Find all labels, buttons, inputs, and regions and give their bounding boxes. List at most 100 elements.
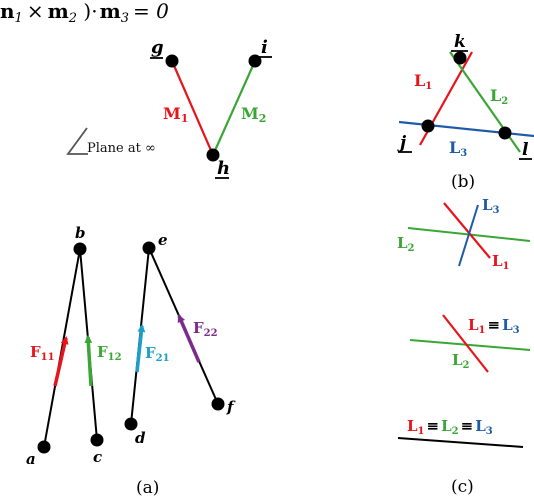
label-d: d — [135, 429, 146, 447]
line-m2 — [211, 60, 257, 156]
force-f22 — [177, 314, 201, 363]
point-d — [124, 417, 138, 431]
eq-times: × — [27, 0, 44, 23]
label-l: l — [522, 140, 529, 160]
c1-l3-letter: L — [482, 196, 493, 214]
point-b — [73, 242, 87, 256]
label-f22: F22 — [193, 319, 218, 339]
b-l3-sub: 3 — [460, 148, 467, 159]
c2-l2-letter: L — [452, 351, 463, 369]
line-m1 — [170, 60, 215, 156]
c3-eq2: ≡ — [461, 417, 474, 435]
c2-line-l1l3 — [442, 314, 489, 373]
c1-label-l1: L1 — [492, 252, 510, 272]
b-l1-sub: 1 — [425, 81, 432, 92]
equation: n1×m2 )·m3= 0 — [0, 0, 169, 26]
eq-n: n — [0, 0, 15, 23]
label-b-l2: L2 — [490, 86, 508, 107]
plane-label: Plane at ∞ — [87, 141, 156, 156]
force-f11 — [53, 336, 69, 387]
c1-l2-sub: 2 — [408, 243, 415, 254]
label-m1: M1 — [163, 104, 188, 125]
c3-eq1: ≡ — [427, 417, 440, 435]
label-j: j — [397, 133, 407, 153]
eq-m2: m — [100, 0, 121, 23]
b-l3-letter: L — [449, 138, 460, 157]
point-c — [90, 433, 104, 447]
label-m2: M2 — [241, 104, 266, 125]
force-f21 — [135, 324, 146, 373]
c2-l2-sub: 2 — [463, 360, 470, 371]
c1-line-l1 — [443, 202, 491, 259]
c3-l2-letter: L — [441, 417, 452, 435]
panel-a: b a c e d f F11 F12 F21 F22 (a) — [26, 224, 236, 496]
point-j — [421, 119, 435, 133]
label-k: k — [454, 32, 466, 52]
eq-n-sub: 1 — [15, 11, 23, 26]
f11-sub: 11 — [41, 352, 55, 363]
label-f12: F12 — [97, 343, 122, 363]
c1-l1-letter: L — [492, 252, 503, 270]
eq-close: )· — [77, 0, 98, 23]
label-i: i — [261, 37, 268, 58]
point-h — [206, 148, 220, 162]
eq-m2-sub: 3 — [121, 11, 129, 26]
eq-equals: = 0 — [133, 0, 169, 23]
label-b-l3: L3 — [449, 138, 467, 159]
c2-equiv: ≡ — [488, 316, 501, 334]
c2-label-top: L1≡L3 — [468, 316, 520, 336]
c1-label-l2: L2 — [397, 234, 415, 254]
c2-l1-letter: L — [468, 316, 479, 334]
force-f12 — [84, 335, 93, 387]
point-e — [142, 241, 156, 255]
b-l2-sub: 2 — [501, 96, 508, 107]
label-c: c — [93, 448, 102, 466]
label-a: a — [26, 450, 36, 468]
plane-icon — [66, 127, 88, 155]
c3-line — [397, 437, 524, 448]
c1-line-l3 — [458, 204, 479, 267]
b-l2-letter: L — [490, 86, 501, 105]
b-l1-letter: L — [414, 71, 425, 90]
panel-c: L3 L2 L1 L1≡L3 L2 L1≡L2≡L3 (c) — [397, 196, 531, 496]
caption-a: (a) — [136, 478, 159, 496]
f12-letter: F — [97, 343, 108, 361]
v-diagram: g i h M1 M2 Plane at ∞ — [66, 37, 272, 179]
label-b: b — [75, 224, 86, 242]
c1-l3-sub: 3 — [493, 205, 500, 216]
point-k — [453, 51, 467, 65]
label-b-l1: L1 — [414, 71, 432, 92]
point-f — [211, 397, 225, 411]
caption-c: (c) — [451, 477, 474, 496]
f21-letter: F — [145, 344, 156, 362]
f22-letter: F — [193, 319, 204, 337]
c1-label-l3: L3 — [482, 196, 500, 216]
point-i — [248, 54, 262, 68]
c2-line-l2 — [409, 339, 531, 351]
c3-l3-letter: L — [475, 417, 486, 435]
label-f21: F21 — [145, 344, 170, 364]
line-l3 — [398, 120, 534, 138]
eq-m1-sub: 2 — [68, 11, 77, 26]
m1-sub: 1 — [181, 112, 189, 125]
c2-l1-sub: 1 — [479, 325, 486, 336]
c3-l3-sub: 3 — [486, 426, 493, 437]
label-f11: F11 — [30, 343, 55, 363]
eq-m1: m — [48, 0, 69, 23]
c3-label: L1≡L2≡L3 — [407, 417, 493, 437]
c3-l1-letter: L — [407, 417, 418, 435]
c1-l1-sub: 1 — [503, 261, 510, 272]
m2-letter: M — [241, 104, 259, 123]
c3-l2-sub: 2 — [452, 426, 459, 437]
m1-letter: M — [163, 104, 181, 123]
c2-l3-sub: 3 — [513, 325, 520, 336]
label-h: h — [217, 158, 230, 179]
label-e: e — [158, 231, 168, 249]
f21-sub: 21 — [156, 353, 170, 364]
point-a — [37, 440, 51, 454]
label-g: g — [151, 37, 164, 58]
point-l — [498, 126, 512, 140]
c1-l2-letter: L — [397, 234, 408, 252]
